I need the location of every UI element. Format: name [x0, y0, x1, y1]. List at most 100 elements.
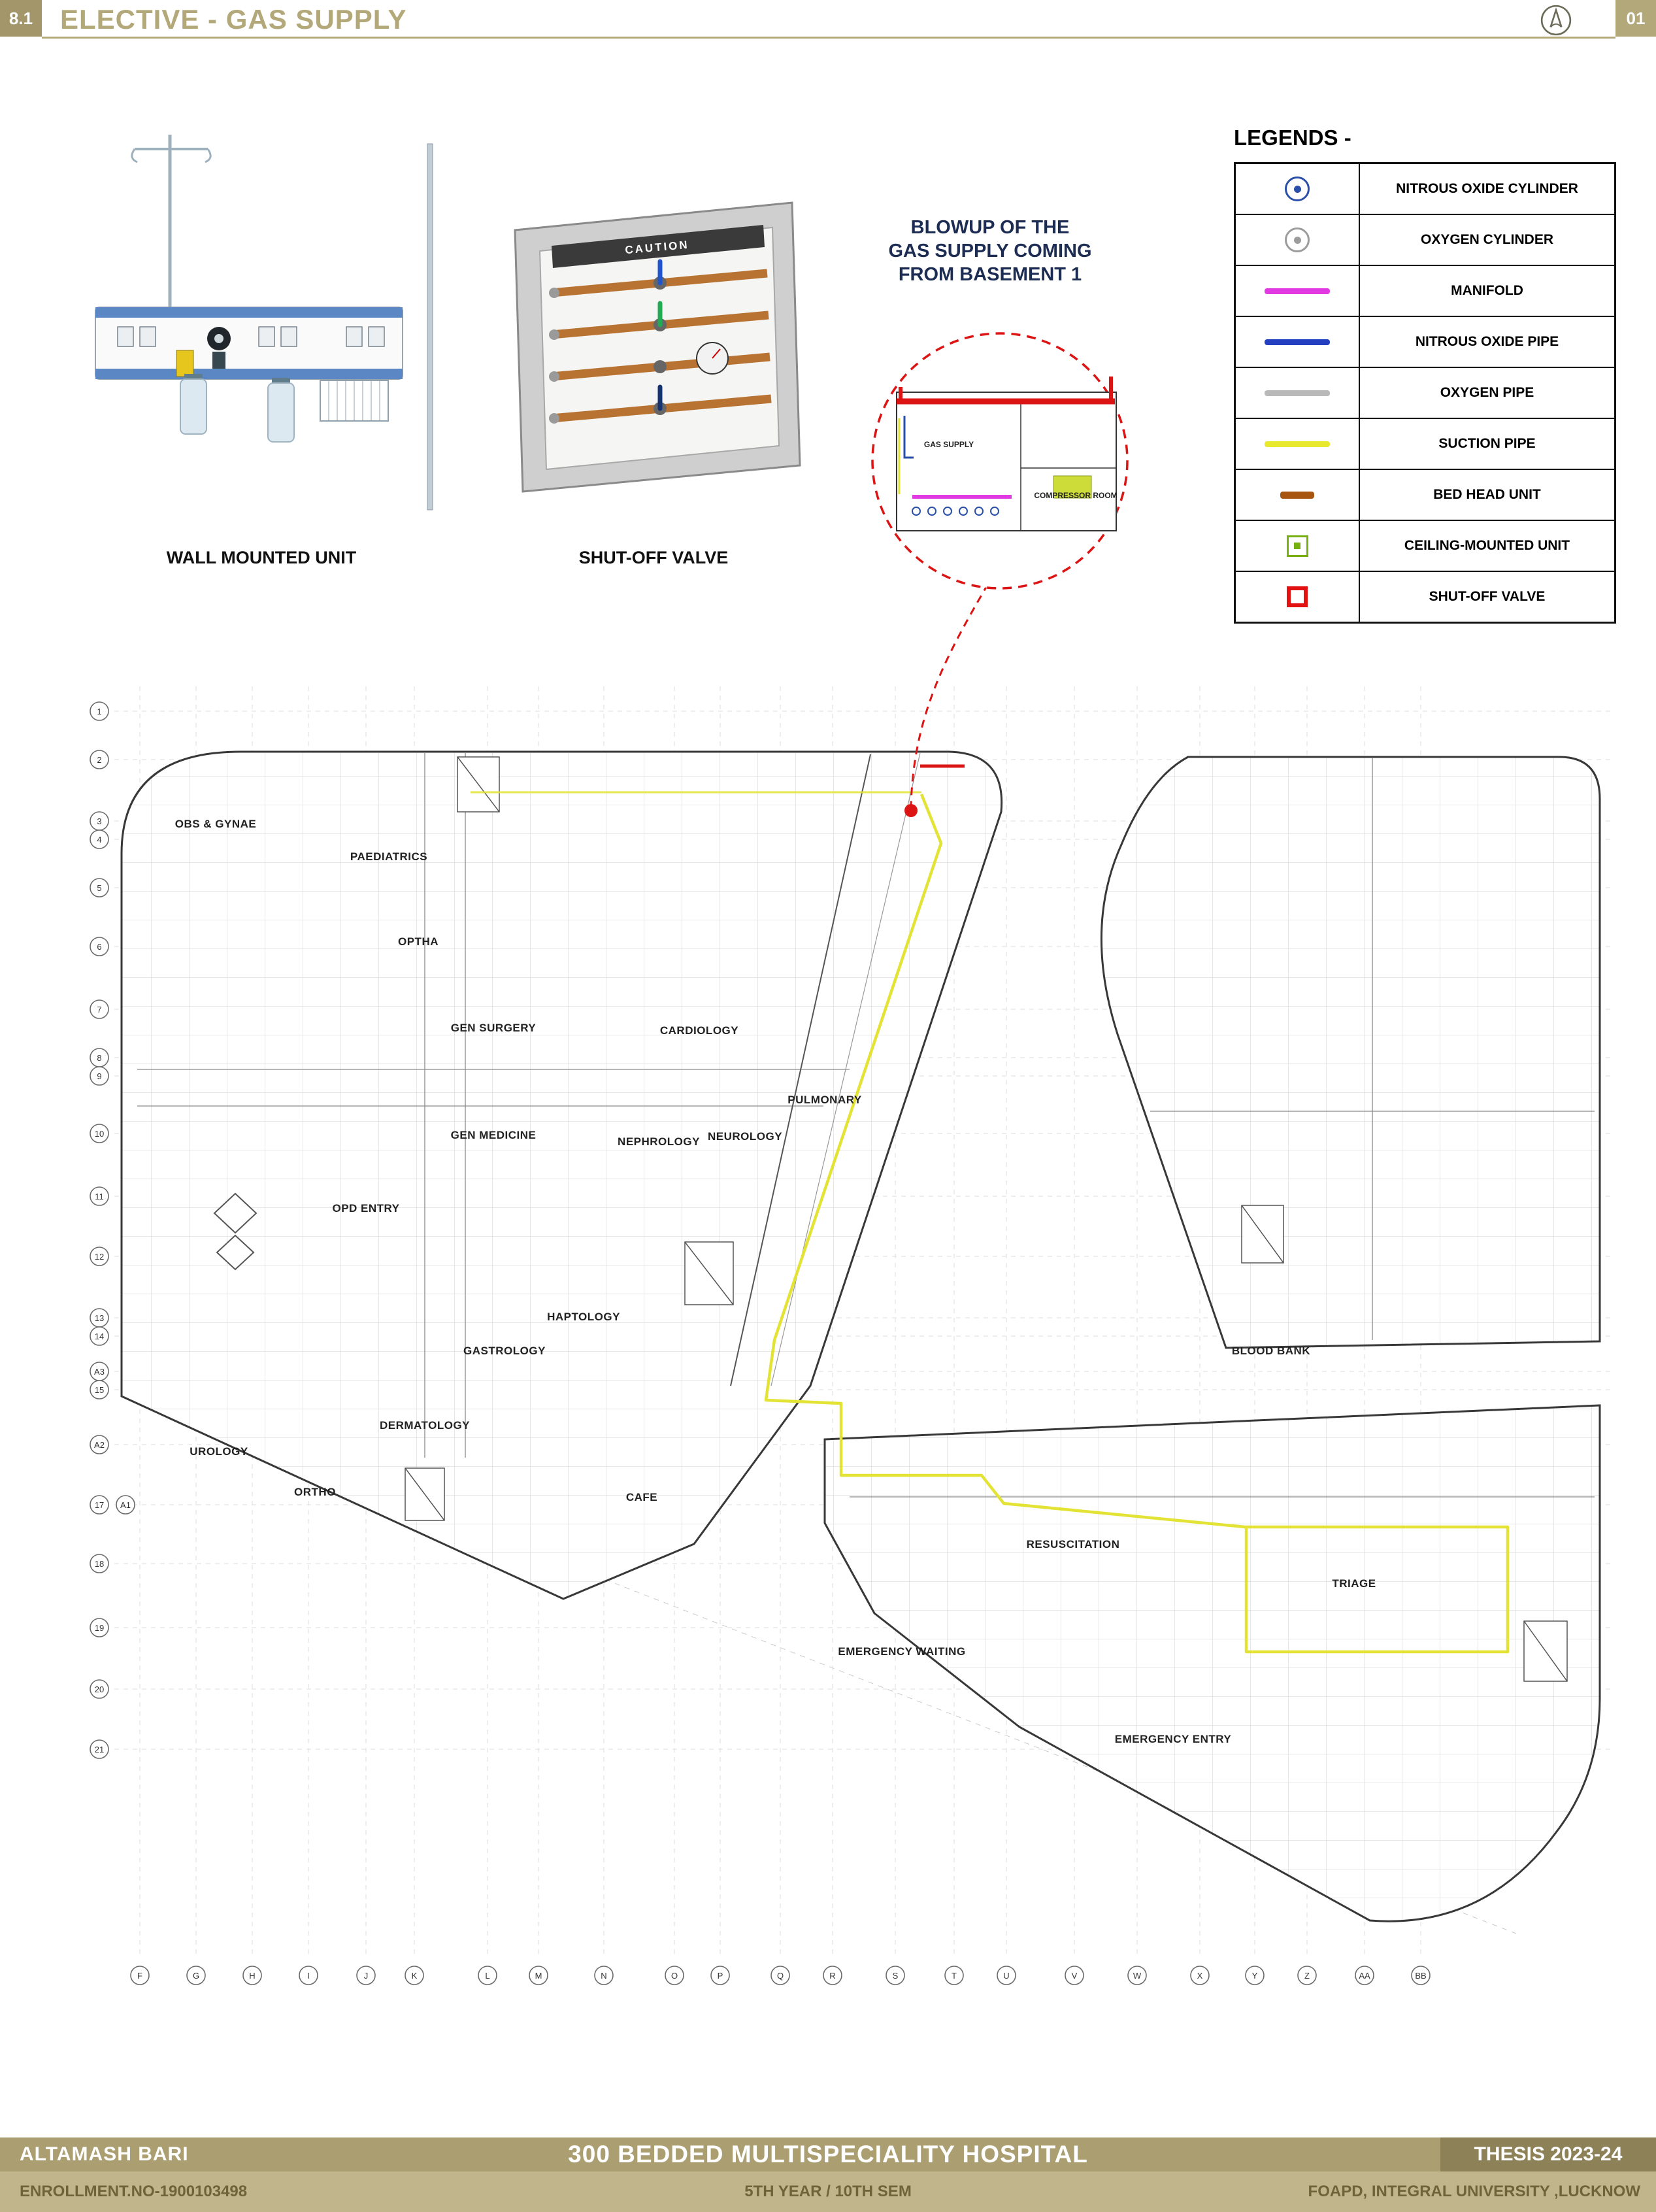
nitrous-oxide-pipe-icon: [1236, 317, 1360, 367]
header-rule: [42, 37, 1615, 39]
grid-bubble-label: N: [601, 1971, 606, 1981]
suction-pipe-icon: [1236, 419, 1360, 469]
department-label: NEUROLOGY: [708, 1130, 782, 1143]
grid-bubble-label: S: [893, 1971, 899, 1981]
department-label: ORTHO: [294, 1486, 336, 1498]
page-number-badge: 01: [1615, 0, 1656, 37]
grid-bubble: [90, 999, 109, 1019]
department-label: HAPTOLOGY: [547, 1311, 620, 1323]
blowup-title-line: FROM BASEMENT 1: [898, 264, 1082, 285]
bed-head-unit-icon: [1236, 470, 1360, 520]
grid-bubble-label: W: [1133, 1971, 1142, 1981]
grid-bubble-label: A2: [94, 1440, 105, 1450]
grid-bubble: [90, 937, 109, 956]
grid-bubble-label: 13: [95, 1313, 104, 1323]
grid-bubble-label: 21: [95, 1745, 104, 1754]
grid-bubble: [997, 1966, 1016, 1985]
basket: [320, 380, 389, 422]
grid-bubble: [90, 1124, 109, 1143]
grid-bubble-label: X: [1197, 1971, 1203, 1981]
department-label: RESUSCITATION: [1027, 1538, 1120, 1550]
manifold-line-icon: [1236, 266, 1360, 316]
blowup-title: BLOWUP OF THE GAS SUPPLY COMING FROM BAS…: [820, 216, 1160, 286]
grid-bubble: [90, 1380, 109, 1399]
grid-bubble: [1245, 1966, 1265, 1985]
legend-label: OXYGEN PIPE: [1440, 385, 1534, 400]
humidifier-bottle: [180, 378, 207, 435]
enrollment-number: ENROLLMENT.NO-1900103498: [20, 2183, 248, 2200]
thesis-badge: THESIS 2023-24: [1440, 2137, 1656, 2171]
grid-bubble: [1411, 1966, 1431, 1985]
legend-row: NITROUS OXIDE CYLINDER: [1236, 164, 1614, 214]
suction-regulator: [176, 350, 194, 377]
grid-bubble-label: 17: [95, 1500, 104, 1510]
grid-bubble: [116, 1495, 135, 1515]
grid-bubble-label: 10: [95, 1129, 104, 1139]
emergency-wing: [823, 1404, 1601, 1922]
legend-label: BED HEAD UNIT: [1433, 487, 1541, 502]
grid-bubble-label: 14: [95, 1332, 104, 1341]
legend-row: SHUT-OFF VALVE: [1236, 571, 1614, 622]
legend-row: MANIFOLD: [1236, 265, 1614, 316]
project-title: 300 BEDDED MULTISPECIALITY HOSPITAL: [568, 2141, 1088, 2168]
wall-mounted-unit-photo: [95, 135, 433, 511]
grid-bubble-label: 18: [95, 1559, 104, 1569]
legend-label: NITROUS OXIDE CYLINDER: [1396, 181, 1578, 196]
department-label: GEN SURGERY: [451, 1022, 537, 1034]
grid-bubble-label: 1: [97, 707, 101, 716]
grid-bubble-label: T: [952, 1971, 957, 1981]
blowup-nitrous-pipe: [903, 416, 914, 459]
grid-bubble-label: L: [485, 1971, 489, 1981]
grid-bubble: [90, 1247, 109, 1266]
blowup-room-label: COMPRESSOR ROOM: [1034, 491, 1117, 500]
grid-bubble-label: U: [1003, 1971, 1009, 1981]
grid-bubble-label: H: [249, 1971, 255, 1981]
grid-bubble-label: 15: [95, 1385, 104, 1395]
department-label: BLOOD BANK: [1232, 1345, 1310, 1357]
gas-pipes: [471, 579, 1510, 1654]
grid-bubble: [242, 1966, 262, 1985]
department-label: CAFE: [626, 1491, 657, 1503]
blowup-labels: GAS SUPPLY COMPRESSOR ROOM: [924, 440, 1118, 500]
footer-bottom-strip: ENROLLMENT.NO-1900103498 5TH YEAR / 10TH…: [0, 2171, 1656, 2212]
grid-bubble-label: R: [829, 1971, 835, 1981]
grid-bubble-label: 3: [97, 816, 101, 826]
legend-row: OXYGEN CYLINDER: [1236, 214, 1614, 265]
grid-bubble: [770, 1966, 790, 1985]
grid-bubble: [1065, 1966, 1084, 1985]
grid-bubble-label: BB: [1415, 1971, 1426, 1981]
grid-bubble-label: 2: [97, 755, 101, 765]
department-label: NEPHROLOGY: [618, 1135, 700, 1148]
grid-bubble-label: G: [193, 1971, 199, 1981]
grid-bubble-label: 9: [97, 1071, 101, 1081]
grid-bubble-label: 11: [95, 1192, 104, 1201]
sheet-number-badge: 8.1: [0, 0, 42, 37]
building-outlines: [120, 750, 1601, 1922]
blowup-diagram: [871, 332, 1129, 590]
grid-bubble: [1190, 1966, 1210, 1985]
grid-bubble: [665, 1966, 684, 1985]
oxygen-cylinder-icon: [1236, 215, 1360, 265]
blowup-room-label: GAS SUPPLY: [924, 440, 974, 449]
grid-bubble: [886, 1966, 905, 1985]
grid-bubble-label: 5: [97, 883, 101, 893]
grid-bubble: [90, 1739, 109, 1759]
department-label: OPTHA: [398, 935, 439, 948]
grid-bubble: [90, 1618, 109, 1637]
suction-pipe-loop: [764, 794, 1510, 1654]
grid-bubble: [90, 1495, 109, 1515]
grid-bubble: [594, 1966, 614, 1985]
grid-bubble: [90, 1066, 109, 1086]
department-label: UROLOGY: [190, 1445, 248, 1458]
cylinder-row: [912, 507, 999, 516]
year-semester: 5TH YEAR / 10TH SEM: [744, 2183, 912, 2200]
grid-bubble-label: 7: [97, 1005, 101, 1014]
grid-bubble: [356, 1966, 376, 1985]
grid-bubble-label: J: [364, 1971, 369, 1981]
opd-entry-canopy: [213, 1192, 257, 1271]
grid-bubble-label: 20: [95, 1684, 104, 1694]
